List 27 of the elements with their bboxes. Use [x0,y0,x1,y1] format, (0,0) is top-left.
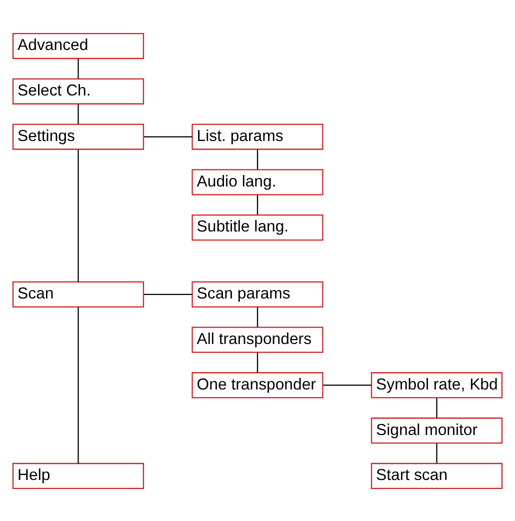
node-box: One transponder [192,372,324,398]
node-box: Select Ch. [12,78,144,104]
node-box: Audio lang. [192,168,324,195]
node-box: Subtitle lang. [192,214,324,240]
node-box: Symbol rate, Kbd [370,372,503,398]
node-box: Scan params [192,280,324,308]
connector [144,136,192,137]
node-box: All transponders [192,326,324,352]
connector [78,149,79,282]
connector [256,194,258,214]
connector [436,398,438,418]
connector [78,58,79,78]
connector [436,443,438,463]
node-box: Settings [12,123,144,150]
connector [78,104,79,124]
node-box: Advanced [12,32,144,59]
node-box: Signal monitor [370,417,503,444]
connector [323,384,372,386]
node-box: Start scan [370,462,503,489]
connector [78,306,79,463]
connector [256,352,258,372]
connector [256,149,258,169]
connector [144,293,192,295]
node-box: Scan [12,280,144,308]
node-box: List. params [192,123,324,150]
connector [256,306,258,327]
node-box: Help [12,462,144,489]
